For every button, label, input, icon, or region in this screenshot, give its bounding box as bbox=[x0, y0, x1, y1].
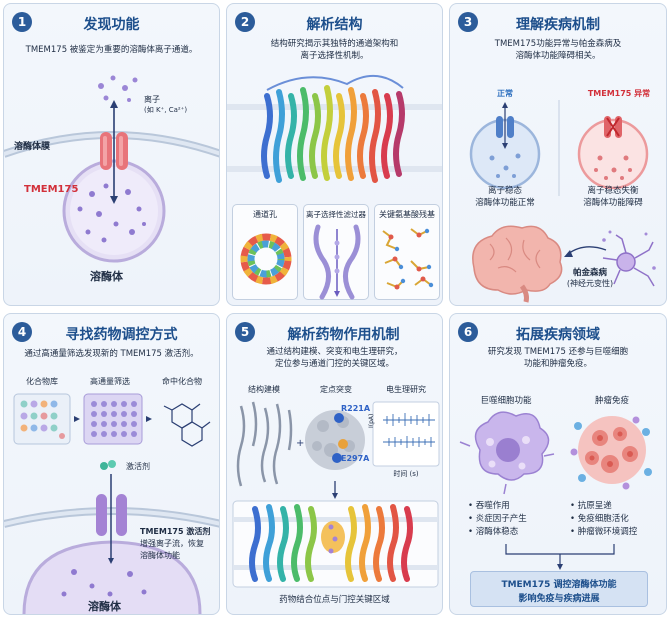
panel-number-badge: 4 bbox=[12, 322, 32, 342]
panel-description-line2: 功能和肿瘤免疫。 bbox=[523, 359, 592, 369]
panel-disease-mechanism: 3 理解疾病机制 TMEM175功能异常与帕金森病及 溶酶体功能障碍相关。 正常… bbox=[449, 3, 667, 306]
panel-description-line2: 定位参与通道门控的关键区域。 bbox=[274, 359, 394, 369]
step-hit-compound: 命中化合物 bbox=[162, 377, 202, 386]
mutation-r221a: R221A bbox=[341, 404, 371, 413]
key-residues-box: 关键氨基酸残基 bbox=[374, 204, 440, 300]
panel-number-badge: 1 bbox=[12, 12, 32, 32]
lysosome-label: 溶酶体 bbox=[90, 270, 123, 283]
panel-number-badge: 6 bbox=[458, 322, 478, 342]
panel-description-line1: 通过结构建模、突变和电生理研究， bbox=[266, 347, 403, 357]
step-high-throughput: 高通量筛选 bbox=[90, 377, 130, 386]
abnormal-label: TMEM175 异常 bbox=[587, 89, 651, 98]
panel-title: 发现功能 bbox=[83, 17, 140, 33]
mechanism-study-illustration: + bbox=[236, 401, 440, 487]
structure-modeling-label: 结构建模 bbox=[248, 385, 280, 394]
selectivity-filter-box: 离子选择性滤过器 bbox=[303, 204, 369, 300]
abnormal-caption-1: 离子稳态失衡 bbox=[587, 186, 639, 196]
panel-resolve-structure: 2 解析结构 结构研究揭示其独特的通道架构和 离子选择性机制。 通道孔 bbox=[226, 3, 443, 306]
normal-caption-2: 溶酶体功能正常 bbox=[475, 198, 535, 208]
protein-structure-illustration bbox=[227, 74, 442, 183]
agonist-label: 激活剂 bbox=[126, 462, 150, 471]
panel-description-line2: 溶酶体功能障碍相关。 bbox=[515, 51, 601, 61]
panel-title: 理解疾病机制 bbox=[516, 17, 600, 33]
panel-number-badge: 2 bbox=[235, 12, 255, 32]
mutagenesis-label: 定点突变 bbox=[320, 385, 352, 394]
panel-number-badge: 3 bbox=[458, 12, 478, 32]
screening-pipeline-illustration bbox=[13, 393, 211, 447]
panel-description-line1: 研究发现 TMEM175 还参与巨噬细胞 bbox=[487, 347, 629, 357]
panel-description-line1: TMEM175功能异常与帕金森病及 bbox=[494, 39, 622, 49]
agonist-channel-illustration bbox=[4, 460, 219, 614]
ion-label: 离子 bbox=[144, 95, 160, 104]
normal-caption-1: 离子稳态 bbox=[487, 186, 522, 196]
macrophage-item-2: • 炎症因子产生 bbox=[468, 514, 527, 524]
panel-drug-mechanism: 5 解析药物作用机制 通过结构建模、突变和电生理研究， 定位参与通道门控的关键区… bbox=[226, 313, 443, 615]
tumor-immunity-title: 肿瘤免疫 bbox=[594, 396, 629, 406]
panel-drug-regulation: 4 寻找药物调控方式 通过高通量筛选发现新的 TMEM175 激活剂。 化合物库… bbox=[3, 313, 220, 615]
agonist-note-1: TMEM175 激活剂 bbox=[140, 527, 211, 536]
channel-pore-label: 通道孔 bbox=[253, 210, 277, 219]
channel-pore-box: 通道孔 bbox=[232, 204, 298, 300]
summary-connector bbox=[505, 544, 615, 570]
panel-title: 解析结构 bbox=[306, 17, 363, 33]
panel-description: TMEM175 被鉴定为重要的溶酶体离子通道。 bbox=[25, 45, 198, 55]
panel-expand-disease: 6 拓展疾病领域 研究发现 TMEM175 还参与巨噬细胞 功能和肿瘤免疫。 巨… bbox=[449, 313, 667, 615]
svg-text:+: + bbox=[296, 438, 304, 449]
summary-line-2: 影响免疫与疾病进展 bbox=[518, 594, 600, 604]
mutation-e297a: E297A bbox=[341, 454, 370, 463]
abnormal-caption-2: 溶酶体功能障碍 bbox=[583, 198, 643, 208]
agonist-note-3: 溶酶体功能 bbox=[140, 551, 180, 560]
panel-title: 寻找药物调控方式 bbox=[65, 327, 178, 343]
summary-line-1: TMEM175 调控溶酶体功能 bbox=[501, 580, 617, 590]
tumor-item-1: • 抗原呈递 bbox=[570, 501, 612, 511]
key-residues-label: 关键氨基酸残基 bbox=[379, 210, 435, 219]
disease-label: 帕金森病 bbox=[572, 268, 607, 278]
macrophage-title: 巨噬细胞功能 bbox=[480, 396, 532, 406]
tumor-item-2: • 免疫细胞活化 bbox=[570, 514, 629, 524]
lysosome-channel-illustration bbox=[4, 75, 219, 263]
normal-vs-abnormal-illustration bbox=[469, 100, 649, 196]
tumor-item-2-text: 免疫细胞活化 bbox=[577, 514, 629, 524]
ion-detail: (如 K⁺, Ca²⁺) bbox=[144, 106, 188, 114]
summary-box: TMEM175 调控溶酶体功能 影响免疫与疾病进展 bbox=[470, 571, 648, 607]
binding-site-illustration bbox=[232, 481, 439, 588]
panel-description-line1: 结构研究揭示其独特的通道架构和 bbox=[270, 39, 399, 49]
brain-neuron-illustration bbox=[472, 225, 656, 303]
panel-description-line2: 离子选择性机制。 bbox=[300, 51, 369, 61]
normal-label: 正常 bbox=[497, 89, 513, 98]
panel-discover-function: 1 发现功能 TMEM175 被鉴定为重要的溶酶体离子通道。 离子 (如 K⁺,… bbox=[3, 3, 220, 306]
panel-title: 解析药物作用机制 bbox=[287, 327, 400, 343]
macrophage-item-1-text: 吞噬作用 bbox=[475, 501, 510, 511]
macrophage-item-2-text: 炎症因子产生 bbox=[475, 514, 527, 524]
disease-detail: (神经元变性) bbox=[566, 279, 614, 288]
agonist-note-2: 增强离子流，恢复 bbox=[140, 539, 204, 548]
filter-illustration bbox=[313, 224, 361, 300]
tumor-item-3: • 肿瘤微环境调控 bbox=[570, 527, 638, 537]
panel-title: 拓展疾病领域 bbox=[516, 327, 600, 343]
binding-site-caption: 药物结合位点与门控关键区域 bbox=[279, 595, 390, 605]
tumor-item-1-text: 抗原呈递 bbox=[577, 501, 612, 511]
trace-x-label: 时间 (s) bbox=[393, 470, 419, 478]
macrophage-item-3-text: 溶酶体稳态 bbox=[475, 527, 519, 537]
membrane-label: 溶酶体膜 bbox=[14, 142, 51, 152]
macrophage-tumor-illustration bbox=[459, 411, 652, 495]
panel-description: 通过高通量筛选发现新的 TMEM175 激活剂。 bbox=[24, 349, 199, 359]
macrophage-item-3: • 溶酶体稳态 bbox=[468, 527, 519, 537]
macrophage-item-1: • 吞噬作用 bbox=[468, 501, 510, 511]
tumor-item-3-text: 肿瘤微环境调控 bbox=[577, 527, 638, 537]
selectivity-filter-label: 离子选择性滤过器 bbox=[306, 210, 366, 219]
trace-y-label: I(pA) bbox=[368, 413, 375, 428]
pore-ring-illustration bbox=[240, 233, 292, 285]
electrophysiology-label: 电生理研究 bbox=[386, 385, 426, 394]
step-compound-library: 化合物库 bbox=[26, 377, 58, 386]
residues-illustration bbox=[382, 228, 434, 290]
lysosome-label: 溶酶体 bbox=[88, 600, 121, 613]
channel-label: TMEM175 bbox=[24, 184, 79, 195]
panel-number-badge: 5 bbox=[235, 322, 255, 342]
